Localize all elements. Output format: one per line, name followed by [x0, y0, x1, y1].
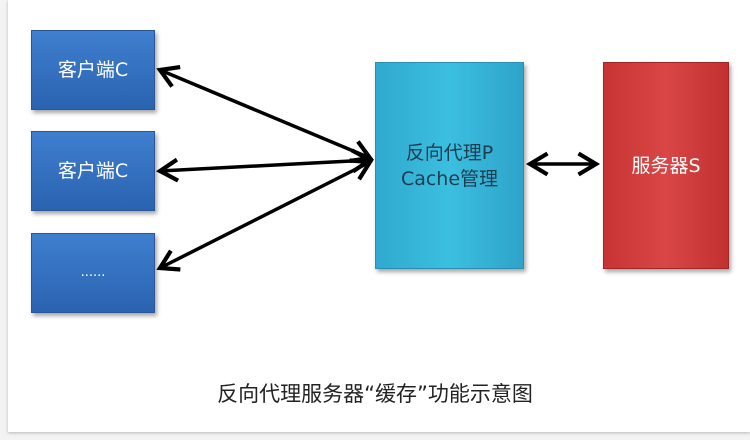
arrow-client3-proxy [156, 158, 374, 272]
client-box-1: 客户端C [31, 30, 155, 110]
client-box-more: ...... [31, 233, 155, 313]
proxy-label-line2: Cache管理 [400, 167, 499, 190]
arrow-client2-proxy [155, 148, 375, 183]
arrow-client1-proxy [156, 65, 374, 163]
client-box-2: 客户端C [31, 131, 155, 211]
client-label: 客户端C [57, 160, 129, 182]
server-box: 服务器S [603, 62, 729, 269]
proxy-label-line1: 反向代理P [405, 141, 494, 164]
reverse-proxy-box: 反向代理P Cache管理 [375, 62, 524, 269]
diagram-caption: 反向代理服务器“缓存”功能示意图 [217, 382, 533, 406]
client-label: 客户端C [57, 59, 129, 81]
server-label: 服务器S [631, 154, 701, 177]
client-label: ...... [80, 265, 106, 280]
